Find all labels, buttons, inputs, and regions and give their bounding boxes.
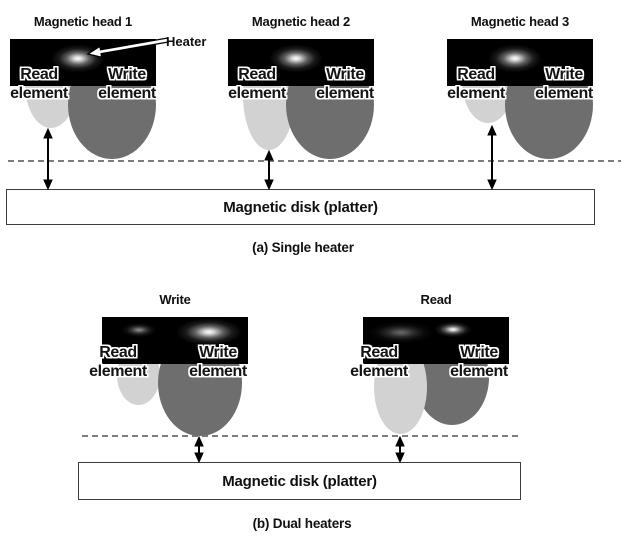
disk-label: Magnetic disk (platter) bbox=[223, 198, 378, 216]
read-label: Read bbox=[20, 66, 58, 83]
magnetic-disk-b: Magnetic disk (platter) bbox=[78, 462, 521, 500]
read-element-label: element bbox=[228, 85, 286, 102]
head-slider-body bbox=[447, 39, 593, 86]
write-label: Write bbox=[460, 344, 498, 361]
write-label: Write bbox=[326, 66, 364, 83]
read-element-label: element bbox=[447, 85, 505, 102]
read-heater-glow-icon bbox=[122, 323, 156, 337]
magnetic-head-1: Magnetic head 1 Read Write element eleme… bbox=[10, 14, 156, 164]
read-label: Read bbox=[360, 344, 398, 361]
write-element-label: element bbox=[316, 85, 374, 102]
write-label: Write bbox=[108, 66, 146, 83]
head-slider-body bbox=[228, 39, 374, 86]
write-label: Write bbox=[199, 344, 237, 361]
write-element-label: element bbox=[450, 363, 508, 380]
write-element-label: element bbox=[535, 85, 593, 102]
head-slider-body bbox=[102, 317, 248, 364]
read-operation-head: Read Read Write element element bbox=[350, 292, 509, 442]
head-title: Magnetic head 1 bbox=[33, 14, 133, 29]
magnetic-head-3: Magnetic head 3 Read Write element eleme… bbox=[447, 14, 593, 164]
magnetic-head-2: Magnetic head 2 Read Write element eleme… bbox=[228, 14, 374, 164]
read-heater-glow-icon bbox=[369, 322, 433, 343]
write-element-label: element bbox=[98, 85, 156, 102]
caption-b: (b) Dual heaters bbox=[252, 516, 352, 531]
magnetic-disk-a: Magnetic disk (platter) bbox=[6, 189, 595, 225]
write-heater-glow-icon bbox=[177, 319, 241, 345]
read-element-label: element bbox=[89, 363, 147, 380]
read-label: Read bbox=[238, 66, 276, 83]
read-element-label: element bbox=[10, 85, 68, 102]
heater-glow-icon bbox=[489, 45, 541, 72]
read-label: Read bbox=[457, 66, 495, 83]
disk-label: Magnetic disk (platter) bbox=[222, 472, 377, 490]
heater-glow-icon bbox=[270, 45, 322, 72]
head-title: Magnetic head 3 bbox=[470, 14, 570, 29]
write-element-label: element bbox=[189, 363, 247, 380]
head-title: Write bbox=[159, 292, 191, 307]
heater-callout-label: Heater bbox=[166, 34, 207, 49]
write-label: Write bbox=[545, 66, 583, 83]
caption-a: (a) Single heater bbox=[252, 240, 354, 255]
head-slider-body bbox=[363, 317, 509, 364]
head-title: Read bbox=[420, 292, 452, 307]
write-heater-glow-icon bbox=[435, 322, 471, 337]
air-bearing-line-b bbox=[82, 435, 520, 437]
write-operation-head: Write Read Write element element bbox=[89, 292, 248, 442]
read-element-label: element bbox=[350, 363, 408, 380]
head-title: Magnetic head 2 bbox=[251, 14, 351, 29]
air-bearing-line-a bbox=[8, 160, 621, 162]
read-label: Read bbox=[99, 344, 137, 361]
